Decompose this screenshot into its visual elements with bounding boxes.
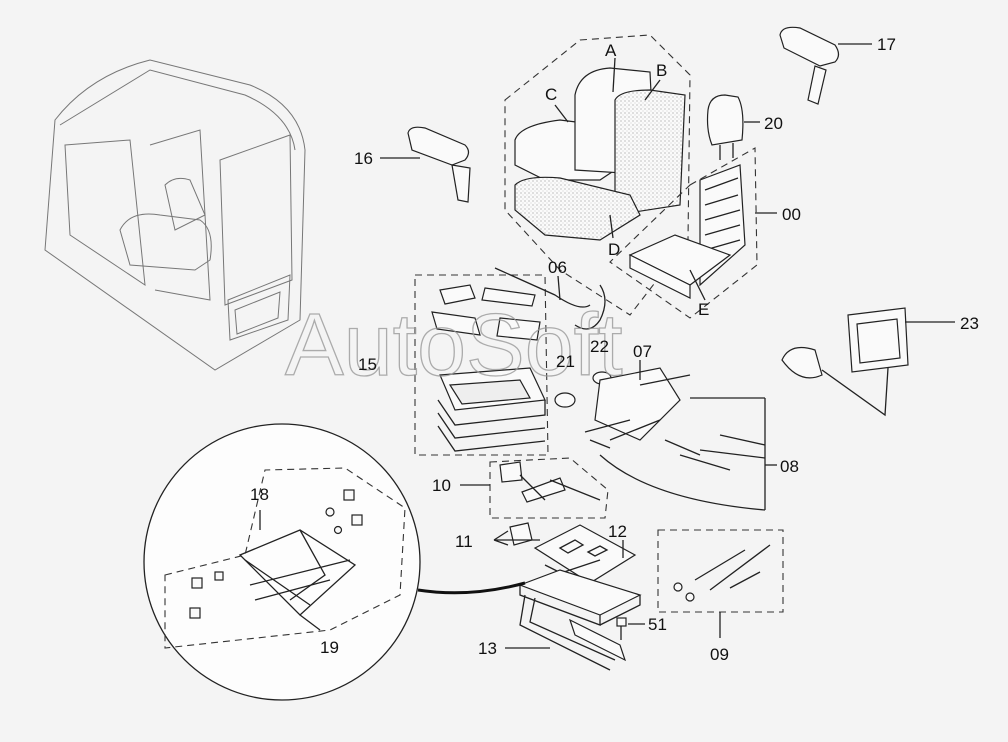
label-16: 16 — [354, 149, 373, 168]
handle-13 — [519, 594, 627, 671]
leader-D — [609, 214, 614, 239]
label-18: 18 — [250, 485, 269, 504]
headrest — [706, 94, 744, 160]
remote-23 — [781, 307, 909, 417]
watermark: AutoSoft — [285, 295, 623, 394]
detail-circle — [143, 423, 526, 701]
label-00: 00 — [782, 205, 801, 224]
cable-06 — [494, 267, 606, 330]
label-22: 22 — [590, 337, 609, 356]
kit-10 — [489, 457, 609, 519]
kit-09 — [657, 529, 784, 638]
label-12: 12 — [608, 522, 627, 541]
suspension-kit — [414, 274, 549, 456]
label-07: 07 — [633, 342, 652, 361]
label-51: 51 — [648, 615, 667, 634]
label-11: 11 — [455, 532, 473, 551]
label-19: 19 — [320, 638, 339, 657]
label-09: 09 — [710, 645, 729, 664]
seat-frame — [609, 147, 777, 319]
label-E: E — [698, 300, 709, 319]
label-A: A — [605, 41, 617, 60]
label-15: 15 — [358, 355, 377, 374]
springs-08 — [589, 397, 777, 511]
cushion-group — [504, 34, 691, 316]
cab-outline — [44, 59, 306, 371]
label-20: 20 — [764, 114, 783, 133]
armrest-left — [407, 126, 471, 203]
label-10: 10 — [432, 476, 451, 495]
label-D: D — [608, 240, 620, 259]
label-13: 13 — [478, 639, 497, 658]
bolt-51 — [616, 617, 645, 640]
label-21: 21 — [556, 352, 575, 371]
label-17: 17 — [877, 35, 896, 54]
leader-B — [644, 79, 661, 101]
knob-21 — [554, 392, 576, 408]
label-23: 23 — [960, 314, 979, 333]
label-06: 06 — [548, 258, 567, 277]
bracket-11 — [493, 522, 540, 546]
leader-E — [689, 269, 706, 301]
label-C: C — [545, 85, 557, 104]
leader-A — [612, 57, 616, 93]
base-12 — [518, 524, 642, 626]
label-B: B — [656, 61, 667, 80]
mechanism-07 — [584, 360, 691, 441]
leader-C — [554, 104, 569, 123]
label-08: 08 — [780, 457, 799, 476]
armrest-right — [779, 26, 840, 105]
